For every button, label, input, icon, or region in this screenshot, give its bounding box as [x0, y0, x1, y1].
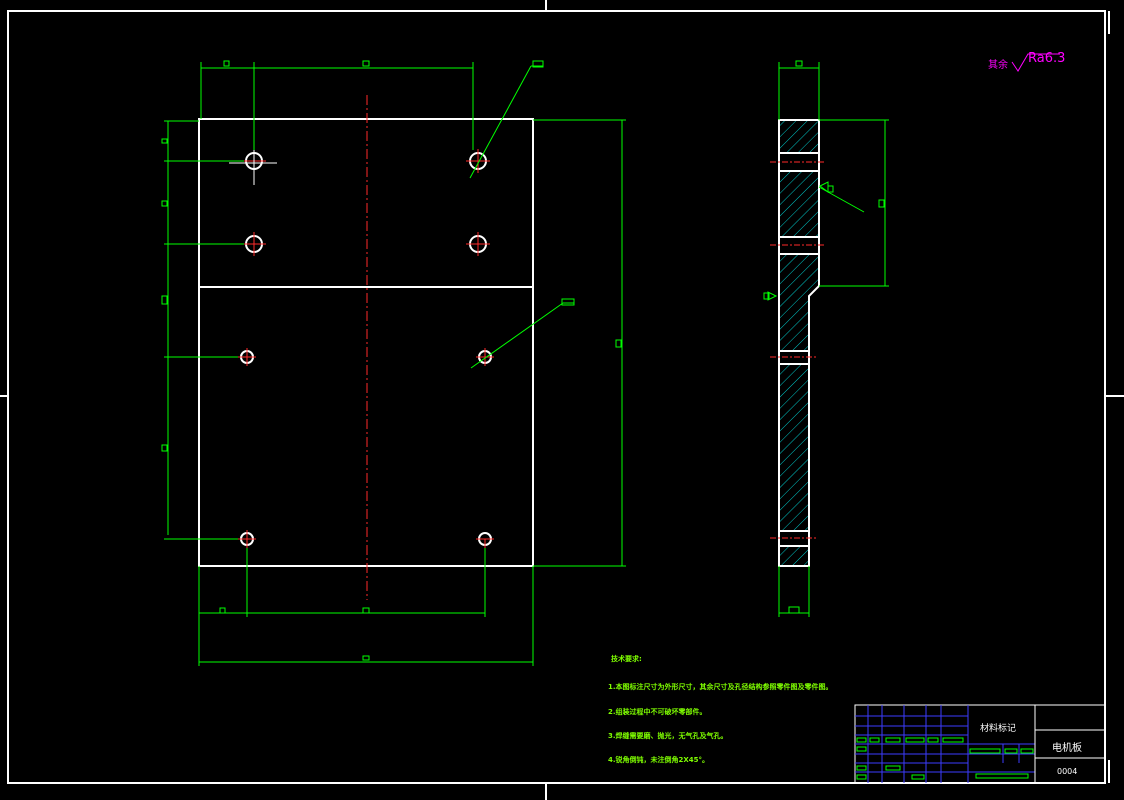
title-block-part-name: 电机板 [1052, 743, 1082, 754]
drawing-border [7, 10, 1106, 784]
section-hatch [779, 171, 819, 237]
plate-outline [198, 118, 534, 567]
surface-finish-prefix: 其余 [988, 60, 1008, 71]
title-block [854, 704, 1106, 784]
surface-finish-symbol [1011, 53, 1060, 72]
tech-req-title: 技术要求: [611, 655, 642, 663]
surface-finish-value: Ra6.3 [1028, 51, 1066, 66]
title-block-drawing-no: 0004 [1057, 767, 1078, 776]
title-block-drafting-mark: 材料标记 [980, 724, 1017, 734]
tech-req-item-3: 3.焊缝需要磨、抛光，无气孔及气孔。 [608, 732, 728, 740]
section-hatch [779, 546, 809, 566]
front-dimensions [164, 62, 626, 666]
section-hatch [779, 120, 819, 153]
dimension-markers [161, 60, 622, 661]
side-dimensions [763, 60, 889, 617]
front-view [161, 60, 626, 666]
section-hatch [779, 254, 819, 351]
section-hatch [779, 364, 809, 531]
tech-req-item-4: 4.锐角倒钝，未注倒角2X45°。 [608, 756, 710, 764]
tech-req-item-1: 1.本图标注尺寸为外形尺寸，其余尺寸及孔径结构参照零件图及零件图。 [608, 683, 833, 691]
side-view [763, 60, 889, 617]
tech-req-item-2: 2.组装过程中不可破坏零部件。 [608, 708, 707, 716]
